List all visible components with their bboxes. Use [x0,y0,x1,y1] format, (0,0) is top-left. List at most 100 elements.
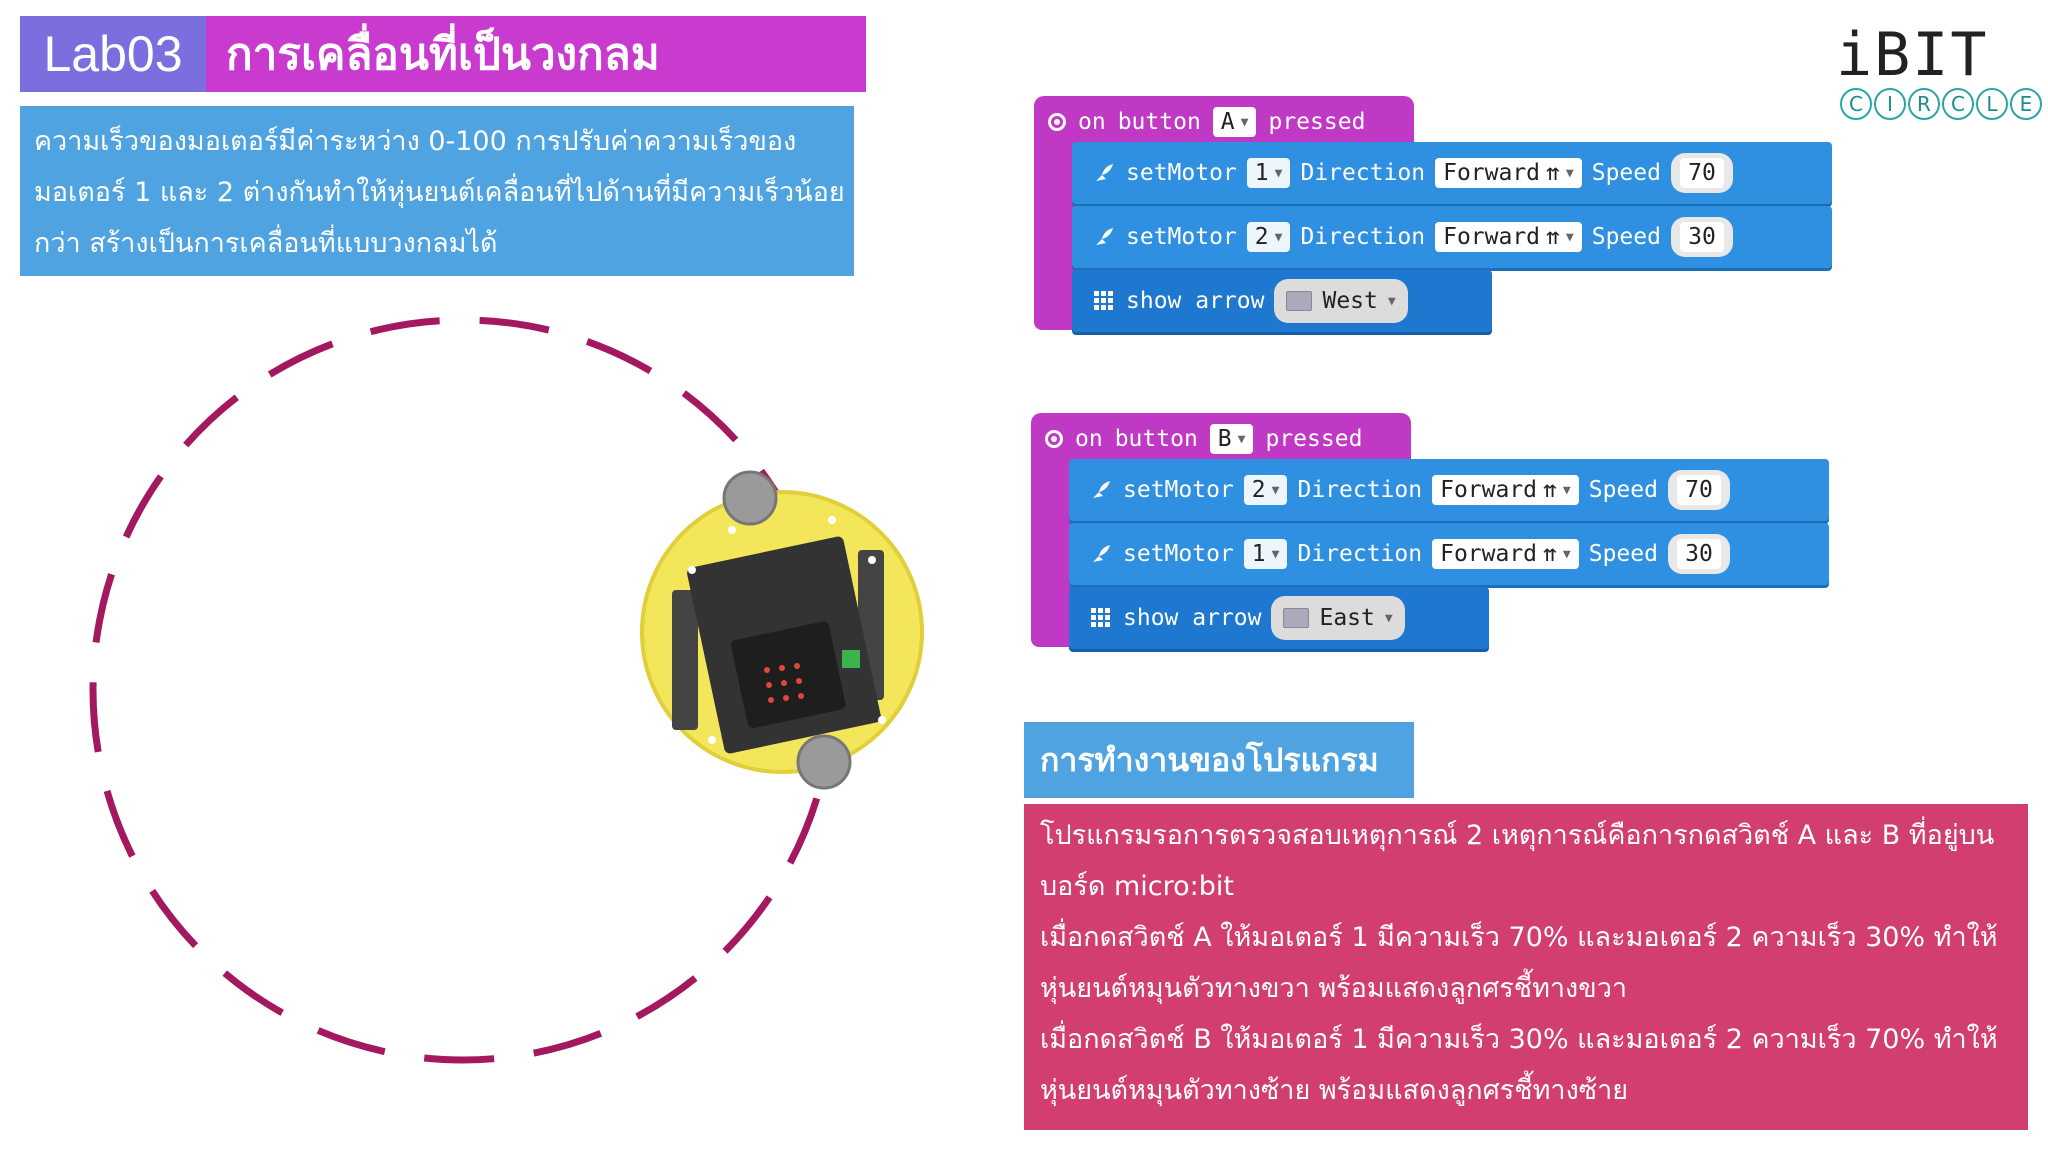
led-grid-icon [1091,608,1110,627]
event-block-body [1034,146,1074,306]
direction-label: Direction [1300,160,1426,186]
led-grid-icon [1094,291,1113,310]
button-key-dropdown[interactable]: A ▼ [1212,107,1257,137]
show-arrow-block[interactable]: show arrow East ▼ [1069,587,1489,649]
speed-value: 70 [1677,475,1721,505]
chevron-down-icon: ▼ [1237,431,1246,447]
chevron-down-icon: ▼ [1240,114,1249,130]
direction-value: Forward [1443,160,1541,186]
button-label: button [1117,109,1201,135]
direction-dropdown[interactable]: Forward⇈▼ [1432,539,1579,569]
direction-label: Direction [1297,541,1423,567]
motor-number-dropdown[interactable]: 2▼ [1246,222,1291,252]
chevron-down-icon: ▼ [1387,293,1396,309]
chevron-down-icon: ▼ [1384,610,1393,626]
speed-value: 30 [1677,539,1721,569]
speed-input[interactable]: 70 [1670,153,1733,193]
event-block-body [1031,463,1071,623]
motor-number-dropdown[interactable]: 1▼ [1243,539,1288,569]
explanation-line: หุ่นยนต์หมุนตัวทางขวา พร้อมแสดงลูกศรชี้ท… [1040,973,1628,1004]
logo-letter: L [1976,88,2008,120]
set-motor-block[interactable]: setMotor 1▼ Direction Forward⇈▼ Speed 70 [1072,142,1832,204]
direction-dropdown[interactable]: Forward⇈▼ [1432,475,1579,505]
direction-dropdown[interactable]: Forward⇈ ▼ [1435,158,1582,188]
logo-letter: I [1874,88,1906,120]
logo-sub-letters: C I R C L E [1840,88,2042,120]
direction-value: Forward [1443,224,1541,250]
on-button-b-event-block[interactable]: on button B ▼ pressed setMotor 2▼ Direct… [1031,413,1851,713]
lab-code: Lab03 [20,16,206,92]
logo-letter: C [1840,88,1872,120]
speed-label: Speed [1588,477,1658,503]
on-button-a-event-block[interactable]: on button A ▼ pressed setMotor 1▼ Direct… [1034,96,1854,396]
speed-value: 70 [1680,158,1724,188]
set-motor-block[interactable]: setMotor 2▼ Direction Forward⇈▼ Speed 70 [1069,459,1829,521]
speed-value: 30 [1680,222,1724,252]
set-motor-block[interactable]: setMotor 2▼ Direction Forward⇈▼ Speed 30 [1072,206,1832,268]
motor-number-value: 2 [1251,477,1266,503]
rocket-icon [1096,164,1113,181]
chevron-down-icon: ▼ [1271,546,1280,562]
image-icon [1283,608,1310,628]
arrow-direction-value: East [1319,605,1375,631]
set-motor-label: setMotor [1123,541,1234,567]
explanation-line: โปรแกรมรอการตรวจสอบเหตุการณ์ 2 เหตุการณ์… [1040,820,1995,851]
speed-label: Speed [1591,224,1661,250]
arrow-direction-dropdown[interactable]: West▼ [1274,279,1408,323]
event-hat[interactable]: on button B ▼ pressed [1031,413,1411,465]
logo-word: iBIT [1836,20,1989,90]
show-arrow-block[interactable]: show arrow West▼ [1072,270,1492,332]
description-box: ความเร็วของมอเตอร์มีค่าระหว่าง 0-100 การ… [20,106,854,276]
motor-number-dropdown[interactable]: 1▼ [1246,158,1291,188]
speed-input[interactable]: 70 [1667,470,1730,510]
rocket-icon [1096,228,1113,245]
chevron-down-icon: ▼ [1562,482,1571,498]
rocket-icon [1093,481,1110,498]
chevron-down-icon: ▼ [1565,229,1574,245]
chevron-down-icon: ▼ [1274,165,1283,181]
direction-value: Forward [1440,477,1538,503]
event-hat[interactable]: on button A ▼ pressed [1034,96,1414,148]
logo-letter: C [1942,88,1974,120]
button-key-value: B [1217,426,1232,452]
title-bar: Lab03 การเคลื่อนที่เป็นวงกลม [20,16,866,92]
lab-title: การเคลื่อนที่เป็นวงกลม [206,16,866,92]
chevron-down-icon: ▼ [1274,229,1283,245]
explanation-line: หุ่นยนต์หมุนตัวทางซ้าย พร้อมแสดงลูกศรชี้… [1040,1075,1629,1106]
motor-number-value: 2 [1254,224,1269,250]
arrow-direction-dropdown[interactable]: East ▼ [1271,596,1405,640]
description-line: ความเร็วของมอเตอร์มีค่าระหว่าง 0-100 การ… [34,126,797,157]
button-key-dropdown[interactable]: B ▼ [1209,424,1254,454]
image-icon [1286,291,1313,311]
chevron-down-icon: ▼ [1562,546,1571,562]
show-arrow-label: show arrow [1126,288,1265,314]
set-motor-label: setMotor [1126,224,1237,250]
speed-label: Speed [1588,541,1658,567]
direction-label: Direction [1297,477,1423,503]
description-line: กว่า สร้างเป็นการเคลื่อนที่แบบวงกลมได้ [34,228,498,259]
direction-dropdown[interactable]: Forward⇈ ▼ [1435,222,1582,252]
gear-icon [1048,113,1066,131]
double-up-arrow-icon: ⇈ [1543,541,1557,567]
set-motor-block[interactable]: setMotor 1▼ Direction Forward⇈▼ Speed 30 [1069,523,1829,585]
program-explanation-title: การทำงานของโปรแกรม [1024,722,1414,798]
motor-number-value: 1 [1251,541,1266,567]
show-arrow-label: show arrow [1123,605,1262,631]
speed-input[interactable]: 30 [1670,217,1733,257]
gear-icon [1045,430,1063,448]
set-motor-label: setMotor [1123,477,1234,503]
robot-image [640,470,924,790]
description-line: มอเตอร์ 1 และ 2 ต่างกันทำให้หุ่นยนต์เคลื… [34,177,845,208]
logo-letter: E [2010,88,2042,120]
chevron-down-icon: ▼ [1565,165,1574,181]
motor-number-value: 1 [1254,160,1269,186]
double-up-arrow-icon: ⇈ [1546,224,1560,250]
direction-label: Direction [1300,224,1426,250]
pressed-label: pressed [1268,109,1366,135]
speed-input[interactable]: 30 [1667,534,1730,574]
double-up-arrow-icon: ⇈ [1546,160,1560,186]
motor-number-dropdown[interactable]: 2▼ [1243,475,1288,505]
ibit-circle-logo: iBIT C I R C L E [1836,20,2042,132]
on-label: on [1075,426,1103,452]
rocket-icon [1093,545,1110,562]
